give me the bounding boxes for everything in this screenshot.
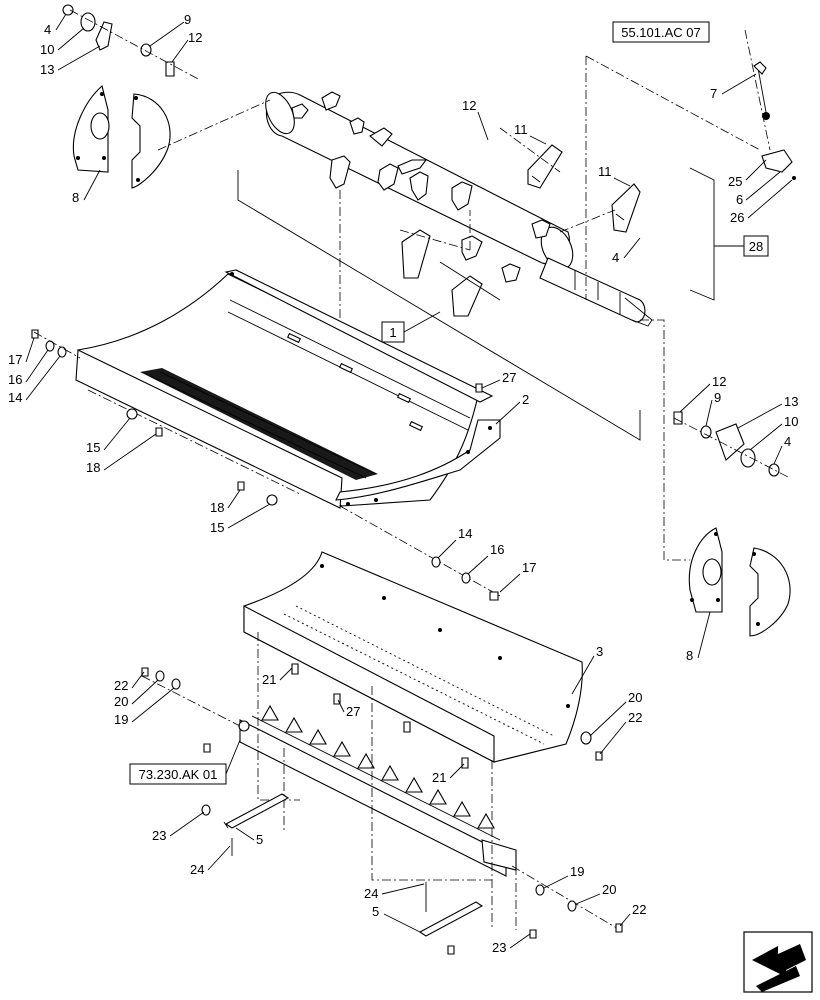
callout-22: 22 [628, 710, 642, 725]
callout-13: 13 [784, 394, 798, 409]
callout-10: 10 [784, 414, 798, 429]
callout-8: 8 [686, 648, 693, 663]
end-plate-right [688, 527, 791, 637]
upper-concave-pan [75, 269, 501, 509]
callout-24: 24 [190, 862, 204, 877]
item-box-1: 1 [381, 321, 405, 343]
callout-19: 19 [114, 712, 128, 727]
rotor-drum [265, 91, 653, 327]
callout-20: 20 [628, 690, 642, 705]
callout-15: 15 [86, 440, 100, 455]
svg-text:55.101.AC 07: 55.101.AC 07 [621, 25, 701, 40]
callout-8: 8 [72, 190, 79, 205]
callout-7: 7 [710, 86, 717, 101]
callout-5: 5 [256, 832, 263, 847]
callout-16: 16 [490, 542, 504, 557]
callout-9: 9 [184, 12, 191, 27]
svg-text:73.230.AK 01: 73.230.AK 01 [139, 767, 218, 782]
callout-6: 6 [736, 192, 743, 207]
callout-26: 26 [730, 210, 744, 225]
hardware-top-right [744, 29, 796, 180]
callout-15: 15 [210, 520, 224, 535]
callout-22: 22 [632, 902, 646, 917]
callout-17: 17 [8, 352, 22, 367]
callout-17: 17 [522, 560, 536, 575]
callout-21: 21 [262, 672, 276, 687]
callout-18: 18 [210, 500, 224, 515]
item-box-28: 28 [743, 235, 769, 257]
callout-4: 4 [784, 434, 791, 449]
callout-24: 24 [364, 886, 378, 901]
beater-teeth [261, 704, 495, 829]
callout-12: 12 [712, 374, 726, 389]
hardware-right-mid [673, 411, 791, 479]
end-plate-left [72, 84, 171, 189]
callout-23: 23 [492, 940, 506, 955]
callout-11: 11 [514, 122, 528, 137]
svg-text:28: 28 [749, 239, 763, 254]
callout-5: 5 [372, 904, 379, 919]
callout-25: 25 [728, 174, 742, 189]
callout-2: 2 [522, 392, 529, 407]
callout-20: 20 [602, 882, 616, 897]
callout-27: 27 [346, 704, 360, 719]
callout-4: 4 [612, 250, 619, 265]
callout-4: 4 [44, 22, 51, 37]
ref-box-55101[interactable]: 55.101.AC 07 [612, 21, 710, 43]
support-rods [223, 793, 484, 937]
ref-box-73230[interactable]: 73.230.AK 01 [129, 763, 227, 785]
callout-20: 20 [114, 694, 128, 709]
callout-13: 13 [40, 62, 54, 77]
hardware-top-left [62, 4, 201, 81]
callout-10: 10 [40, 42, 54, 57]
callout-14: 14 [8, 390, 22, 405]
callout-12: 12 [462, 98, 476, 113]
navigation-arrow-icon[interactable] [743, 931, 813, 993]
callout-18: 18 [86, 460, 100, 475]
callout-9: 9 [714, 390, 721, 405]
callout-21: 21 [432, 770, 446, 785]
rotor-paddles [401, 144, 641, 317]
callout-11: 11 [598, 164, 612, 179]
callout-23: 23 [152, 828, 166, 843]
lower-beater-assembly [238, 704, 517, 877]
callout-22: 22 [114, 678, 128, 693]
svg-text:1: 1 [389, 325, 396, 340]
callout-27: 27 [502, 370, 516, 385]
hardware-pan-left [31, 329, 501, 601]
callout-14: 14 [458, 526, 472, 541]
lower-grate [243, 551, 583, 763]
perforation-grid [140, 368, 378, 480]
callout-16: 16 [8, 372, 22, 387]
callout-3: 3 [596, 644, 603, 659]
callouts: 4 10 13 9 12 8 12 11 11 4 7 25 6 26 17 1… [8, 12, 798, 955]
grate-slots [283, 605, 555, 745]
callout-12: 12 [188, 30, 202, 45]
callout-19: 19 [570, 864, 584, 879]
